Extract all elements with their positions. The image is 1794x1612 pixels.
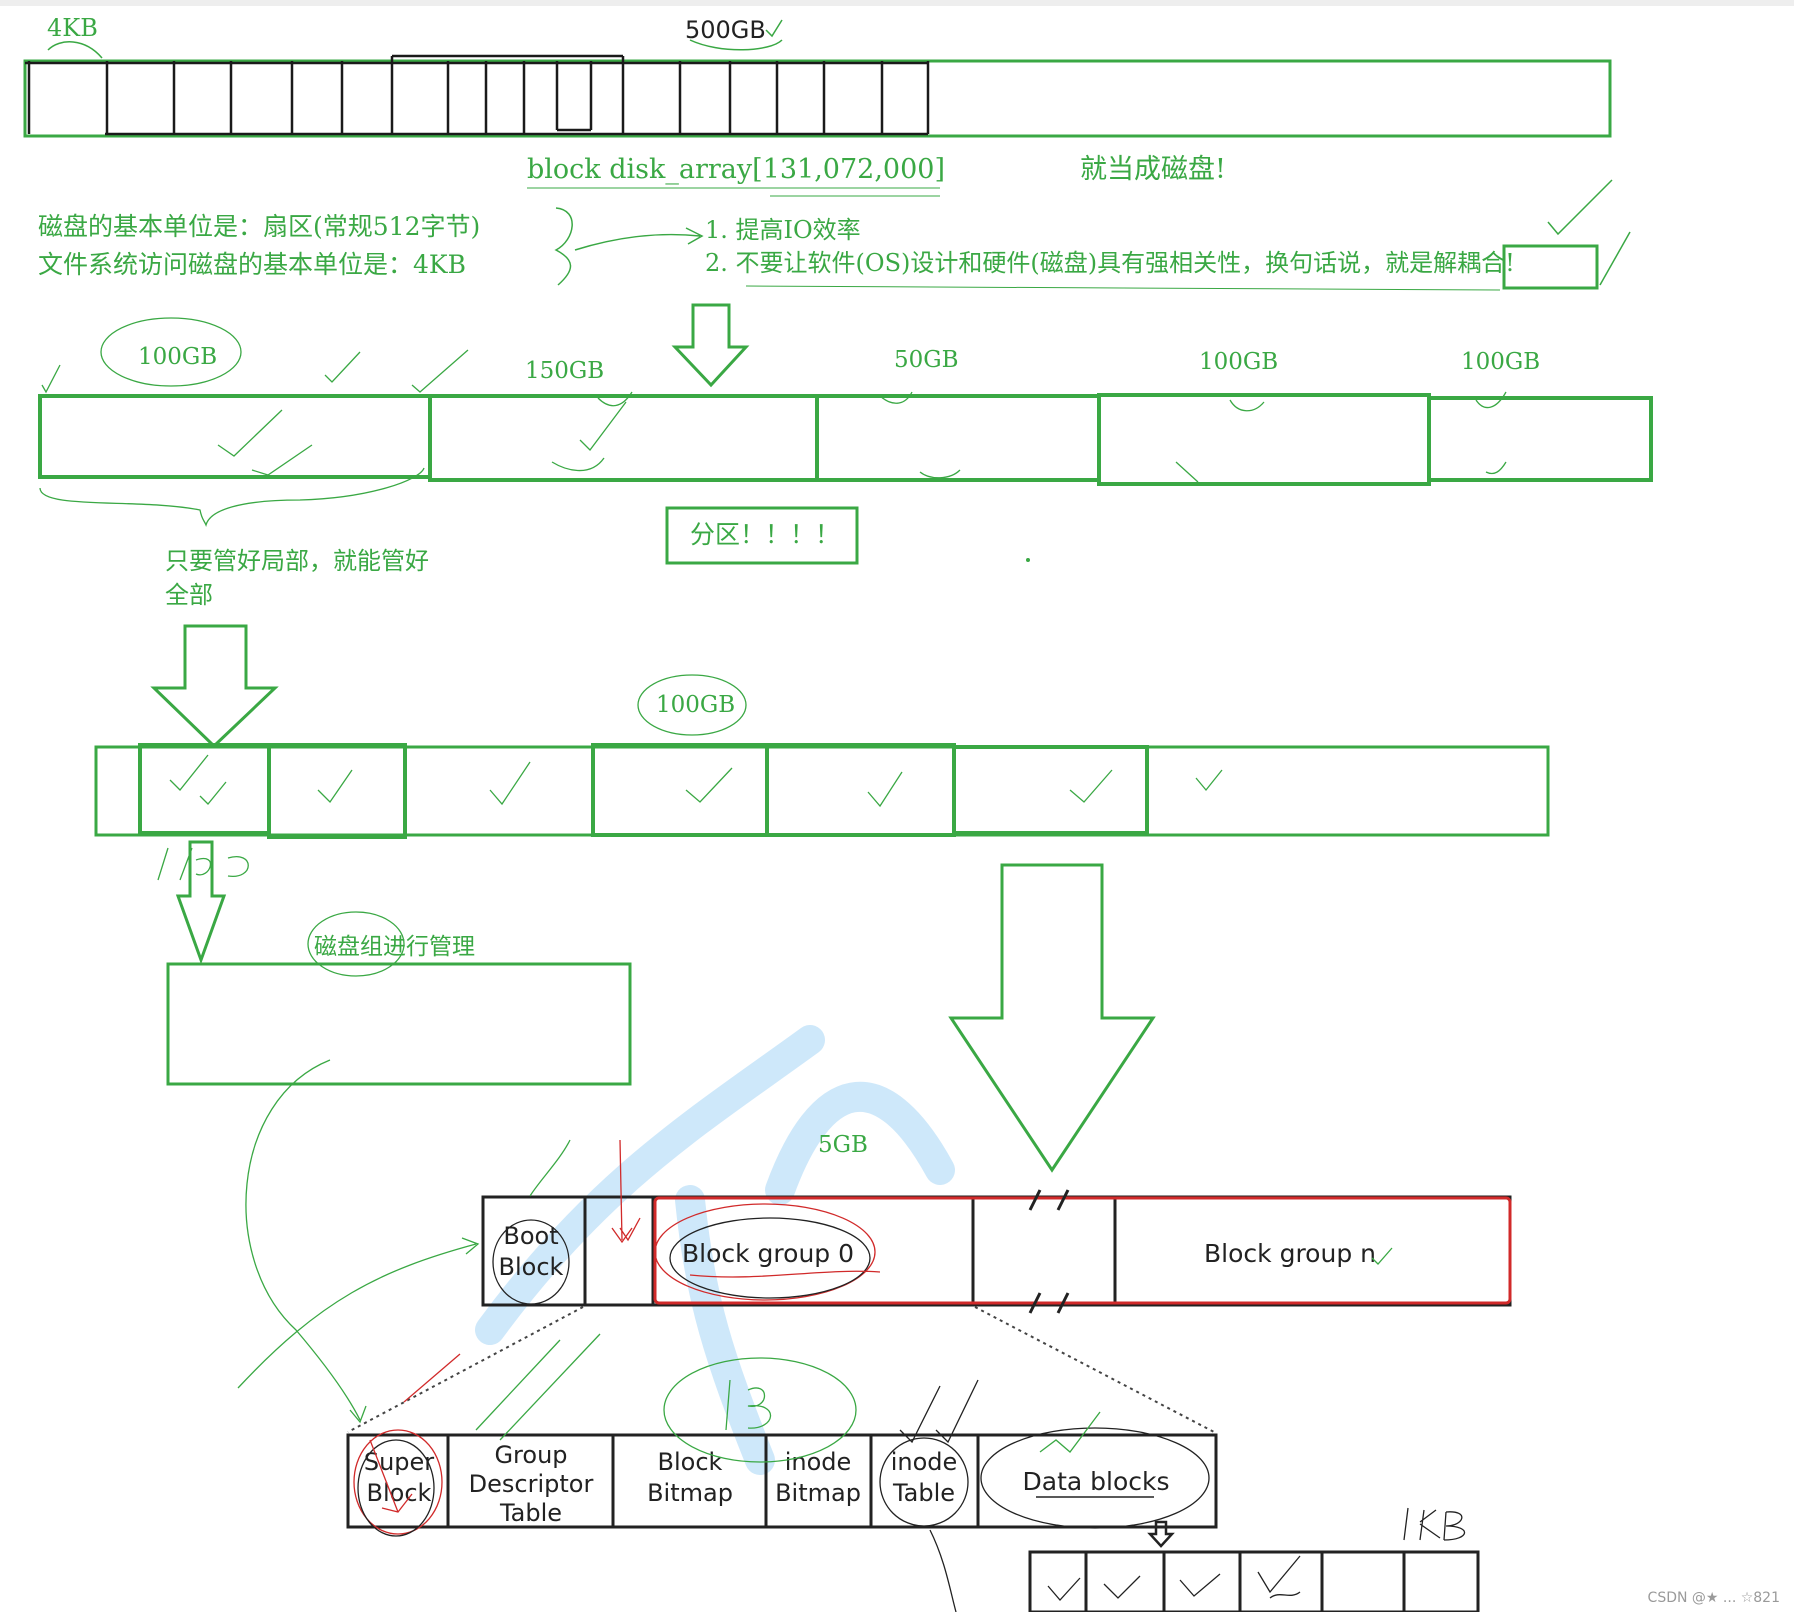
decouple-box (1502, 244, 1599, 290)
partition-title-box (665, 506, 859, 565)
group-4 (591, 743, 769, 837)
block-group-n-label: Block group n (1204, 1239, 1376, 1268)
data-block-cells (1028, 1550, 1480, 1612)
block-size-label: 4KB (47, 14, 98, 42)
disk-array-label: block disk_array[131,072,000] (527, 154, 945, 185)
down-arrow-partition (671, 303, 750, 388)
partition-size-5: 100GB (1461, 349, 1540, 375)
data-blocks-label: Data blocks (1023, 1467, 1170, 1496)
boot-block-line-2: Block (499, 1253, 564, 1281)
notes-line-2: 文件系统访问磁盘的基本单位是：4KB (38, 250, 466, 279)
group-3 (403, 745, 595, 837)
footer-watermark: CSDN @★ ... ☆821 (1647, 1590, 1780, 1606)
super-block-line-2: Block (367, 1479, 432, 1507)
notes-arrow (574, 227, 704, 251)
group-1 (138, 743, 271, 835)
boot-block-line-1: Boot (503, 1222, 558, 1250)
partition-2 (428, 394, 819, 482)
big-down-arrow (948, 863, 1156, 1173)
block-group-0-label: Block group 0 (682, 1239, 854, 1268)
inode-table-line-2: Table (892, 1479, 955, 1507)
groups-outline (94, 745, 1550, 837)
data-block-arrow (1147, 1520, 1175, 1548)
ext2-size-label: 5GB (818, 1132, 868, 1158)
group-5 (765, 743, 956, 837)
down-arrow-groups (150, 624, 279, 749)
partition-3 (815, 394, 1101, 482)
notes-brace (554, 207, 573, 286)
partition-5 (1427, 396, 1653, 482)
gdt-line-3: Table (499, 1499, 562, 1527)
groups-row (94, 743, 1550, 839)
inode-table-line-1: inode (891, 1448, 958, 1476)
group-manage-label: 磁盘组进行管理 (314, 934, 475, 960)
reason-2: 2. 不要让软件(OS)设计和硬件(磁盘)具有强相关性，换句话说，就是解耦合! (705, 246, 1515, 280)
partition-size-1: 100GB (138, 344, 217, 370)
detail-data-blocks (976, 1433, 1218, 1529)
group-size-label: 100GB (656, 692, 735, 718)
local-note-line-1: 只要管好局部，就能管好 (165, 547, 429, 575)
treat-as-disk-label: 就当成磁盘! (1080, 154, 1226, 185)
disk-array (23, 19, 1612, 138)
notes-line-1: 磁盘的基本单位是：扇区(常规512字节) (38, 212, 481, 241)
disk-array-outline (23, 59, 1612, 138)
partition-1 (38, 394, 432, 479)
partition-size-3: 50GB (894, 347, 959, 373)
gdt-line-2: Descriptor (469, 1470, 594, 1498)
gdt-line-1: Group (494, 1441, 567, 1469)
partition-size-2: 150GB (525, 358, 604, 384)
partition-title: 分区！！！！ (690, 520, 840, 549)
down-arrow-manage (175, 840, 227, 965)
partitions-row (38, 393, 1653, 486)
inode-bitmap-line-2: Bitmap (775, 1479, 861, 1507)
reason-2-boxed: 解耦合! (1433, 249, 1515, 277)
partition-size-4: 100GB (1199, 349, 1278, 375)
local-note-line-2: 全部 (165, 581, 213, 609)
inode-bitmap-line-1: inode (785, 1448, 852, 1476)
reason-2-text: 2. 不要让软件(OS)设计和硬件(磁盘)具有强相关性，换句话说，就是 (705, 249, 1434, 277)
group-manage-box (166, 962, 632, 1086)
partition-4 (1097, 393, 1431, 486)
ext2-detail-row (346, 1433, 1218, 1529)
top-divider (0, 0, 1794, 6)
watermark-logo (475, 1025, 955, 1475)
capacity-label: 500GB (685, 16, 766, 44)
ext2-ellipsis-cell (971, 1195, 1117, 1307)
reason-1: 1. 提高IO效率 (705, 216, 861, 244)
stray-dot (1026, 558, 1030, 562)
group-6 (952, 745, 1149, 835)
block-bitmap-line-2: Bitmap (647, 1479, 733, 1507)
block-bitmap-line-1: Block (658, 1448, 723, 1476)
